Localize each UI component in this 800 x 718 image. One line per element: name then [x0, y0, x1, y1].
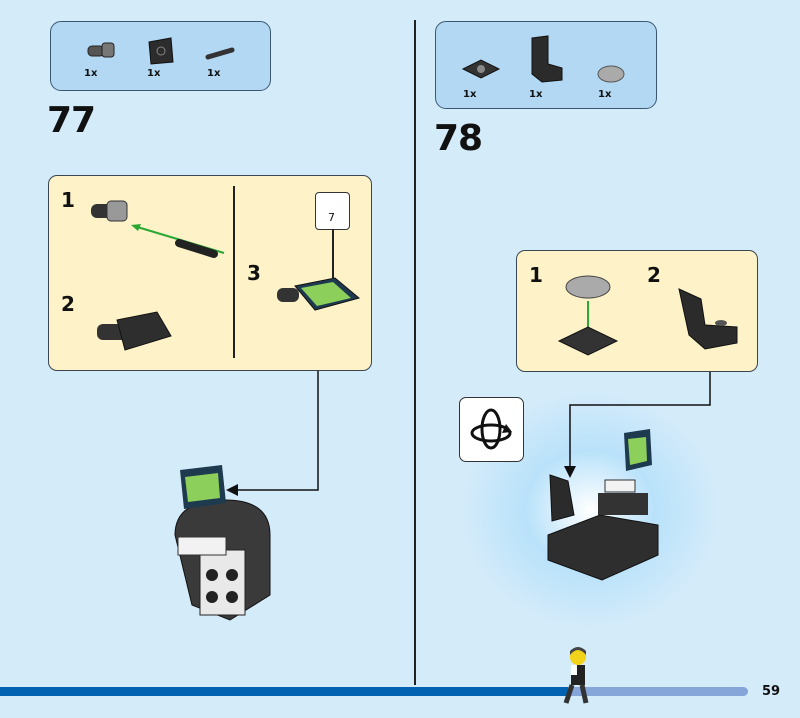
substep-divider	[233, 186, 235, 358]
substep-label: 2	[647, 263, 661, 287]
rotate-model-icon	[459, 397, 524, 462]
plate-2x2-icon	[461, 59, 501, 79]
technic-pin-icon	[205, 47, 235, 60]
parts-list-77: 1x 1x 1x	[50, 21, 271, 91]
substep-label: 1	[529, 263, 543, 287]
part-qty: 1x	[598, 89, 612, 100]
progress-fill	[0, 687, 569, 696]
connector-assembly-icon	[91, 200, 225, 258]
plate-assembly-icon	[557, 275, 619, 356]
part-qty: 1x	[529, 89, 543, 100]
sticker-number: 7	[328, 211, 335, 224]
round-plate-icon	[597, 65, 625, 83]
parts-list-78: 1x 1x 1x	[435, 21, 657, 109]
step-number-77: 77	[47, 100, 96, 141]
callout-line	[332, 229, 334, 279]
rotate-arrows-icon	[470, 408, 512, 450]
seat-assembly-icon	[678, 288, 738, 350]
page-number: 59	[762, 684, 781, 699]
substep-label: 1	[61, 188, 75, 212]
minifigure-icon	[563, 647, 589, 704]
technic-connector-icon	[87, 42, 115, 58]
tile-assembly-icon	[97, 311, 172, 351]
step-number-78: 78	[434, 118, 483, 159]
substep-box-78: 1 2	[516, 250, 758, 372]
page-divider	[414, 20, 416, 685]
computer-desk-model	[174, 465, 271, 621]
part-qty: 1x	[147, 68, 161, 79]
part-qty: 1x	[463, 89, 477, 100]
screen-assembly-icon	[277, 277, 361, 311]
part-qty: 1x	[207, 68, 221, 79]
completed-desk-model	[547, 429, 659, 581]
seat-icon	[531, 35, 563, 83]
part-qty: 1x	[84, 68, 98, 79]
tile-2x2-clip-icon	[148, 37, 174, 65]
substep-label: 2	[61, 292, 75, 316]
substep-box-77: 1 2 3 7	[48, 175, 372, 371]
substep-label: 3	[247, 261, 261, 285]
